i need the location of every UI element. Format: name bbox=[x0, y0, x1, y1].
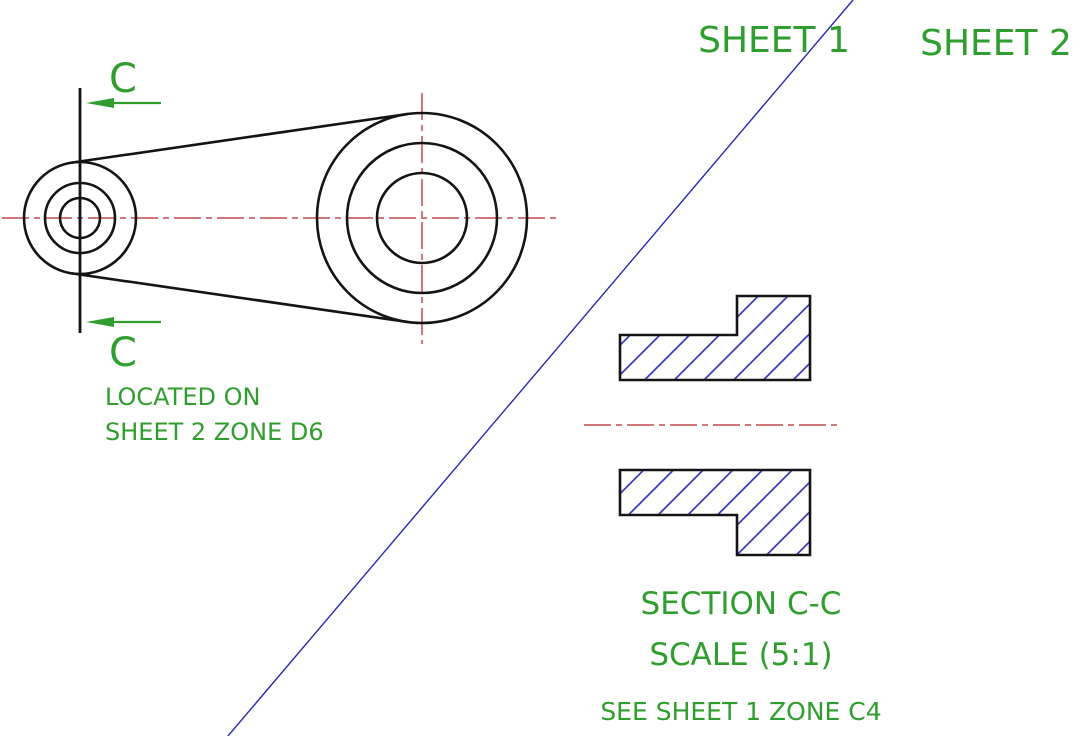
location-note-line2: SHEET 2 ZONE D6 bbox=[105, 418, 324, 446]
section-letter-bottom: C bbox=[109, 330, 137, 376]
sheet1-label: SHEET 1 bbox=[698, 20, 850, 61]
large-boss-hole-circle bbox=[375, 171, 469, 265]
section-title: SECTION C-C bbox=[641, 586, 842, 622]
lever-outline-top-tangent bbox=[70, 112, 409, 164]
section-letter-top: C bbox=[109, 56, 137, 102]
section-reference: SEE SHEET 1 ZONE C4 bbox=[600, 697, 881, 726]
lever-outline-bottom-tangent bbox=[70, 272, 409, 324]
section-arrowhead-top bbox=[86, 98, 114, 108]
section-view-upper-half bbox=[618, 294, 812, 382]
sheet-divider-line bbox=[227, 0, 854, 736]
section-scale: SCALE (5:1) bbox=[649, 637, 832, 673]
section-arrowhead-bottom bbox=[86, 317, 114, 327]
location-note-line1: LOCATED ON bbox=[105, 383, 261, 411]
large-boss-outer-circle bbox=[315, 111, 529, 325]
sheet2-label: SHEET 2 bbox=[920, 23, 1072, 64]
large-boss-circle bbox=[345, 141, 499, 295]
section-view-lower-half bbox=[618, 468, 812, 557]
